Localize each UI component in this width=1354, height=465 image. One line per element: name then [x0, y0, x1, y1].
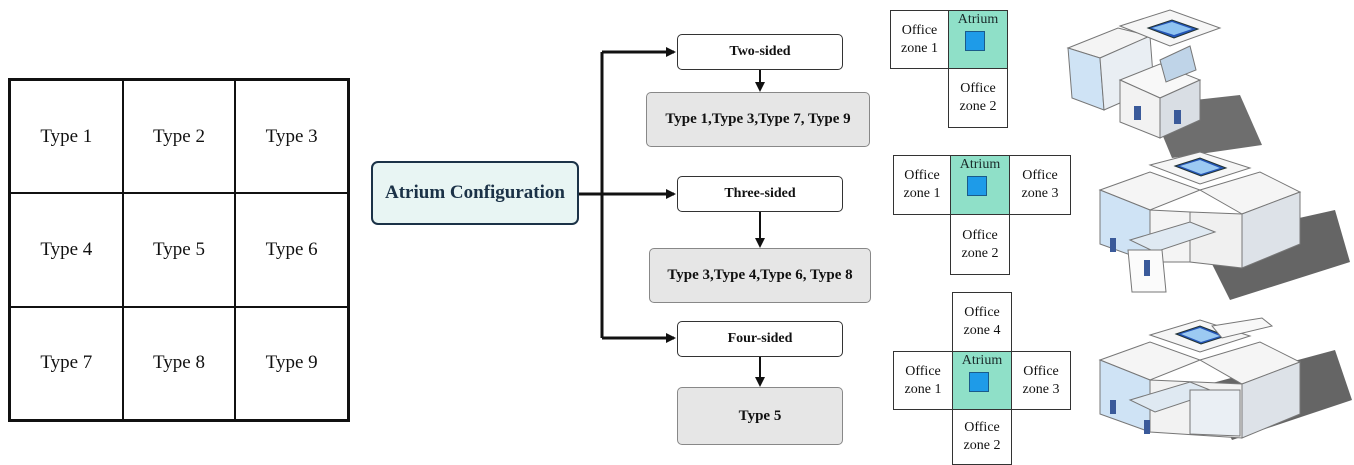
- two-sided-box: Two-sided: [677, 34, 843, 70]
- atrium-cell: Atrium: [952, 351, 1012, 410]
- atrium-void: [967, 176, 987, 196]
- atrium-void: [965, 31, 985, 51]
- grid-cell: Type 1: [10, 80, 123, 194]
- grid-cell: Type 5: [122, 193, 236, 307]
- three-sided-types-box: Type 3,Type 4,Type 6, Type 8: [649, 248, 871, 303]
- building-model-three-sided: [1098, 151, 1350, 300]
- atrium-cell: Atrium: [948, 10, 1008, 69]
- grid-cell: Type 6: [235, 193, 348, 307]
- grid-cell: Type 2: [122, 80, 236, 194]
- two-sided-types-box: Type 1,Type 3,Type 7, Type 9: [646, 92, 870, 147]
- grid-cell: Type 4: [10, 193, 123, 307]
- atrium-cell: Atrium: [950, 155, 1010, 215]
- grid-cell: Type 9: [235, 306, 348, 420]
- building-model-four-sided: [1098, 317, 1352, 440]
- atrium-configuration-box: Atrium Configuration: [371, 161, 579, 225]
- grid-cell: Type 7: [10, 306, 123, 420]
- four-sided-types-box: Type 5: [677, 387, 843, 445]
- grid-cell: Type 3: [235, 80, 348, 194]
- atrium-void: [969, 372, 989, 392]
- three-sided-box: Three-sided: [677, 176, 843, 212]
- building-model-two-sided: [1066, 9, 1262, 158]
- grid-cell: Type 8: [122, 306, 236, 420]
- four-sided-box: Four-sided: [677, 321, 843, 357]
- type-grid: Type 1 Type 2 Type 3 Type 4 Type 5 Type …: [8, 78, 350, 422]
